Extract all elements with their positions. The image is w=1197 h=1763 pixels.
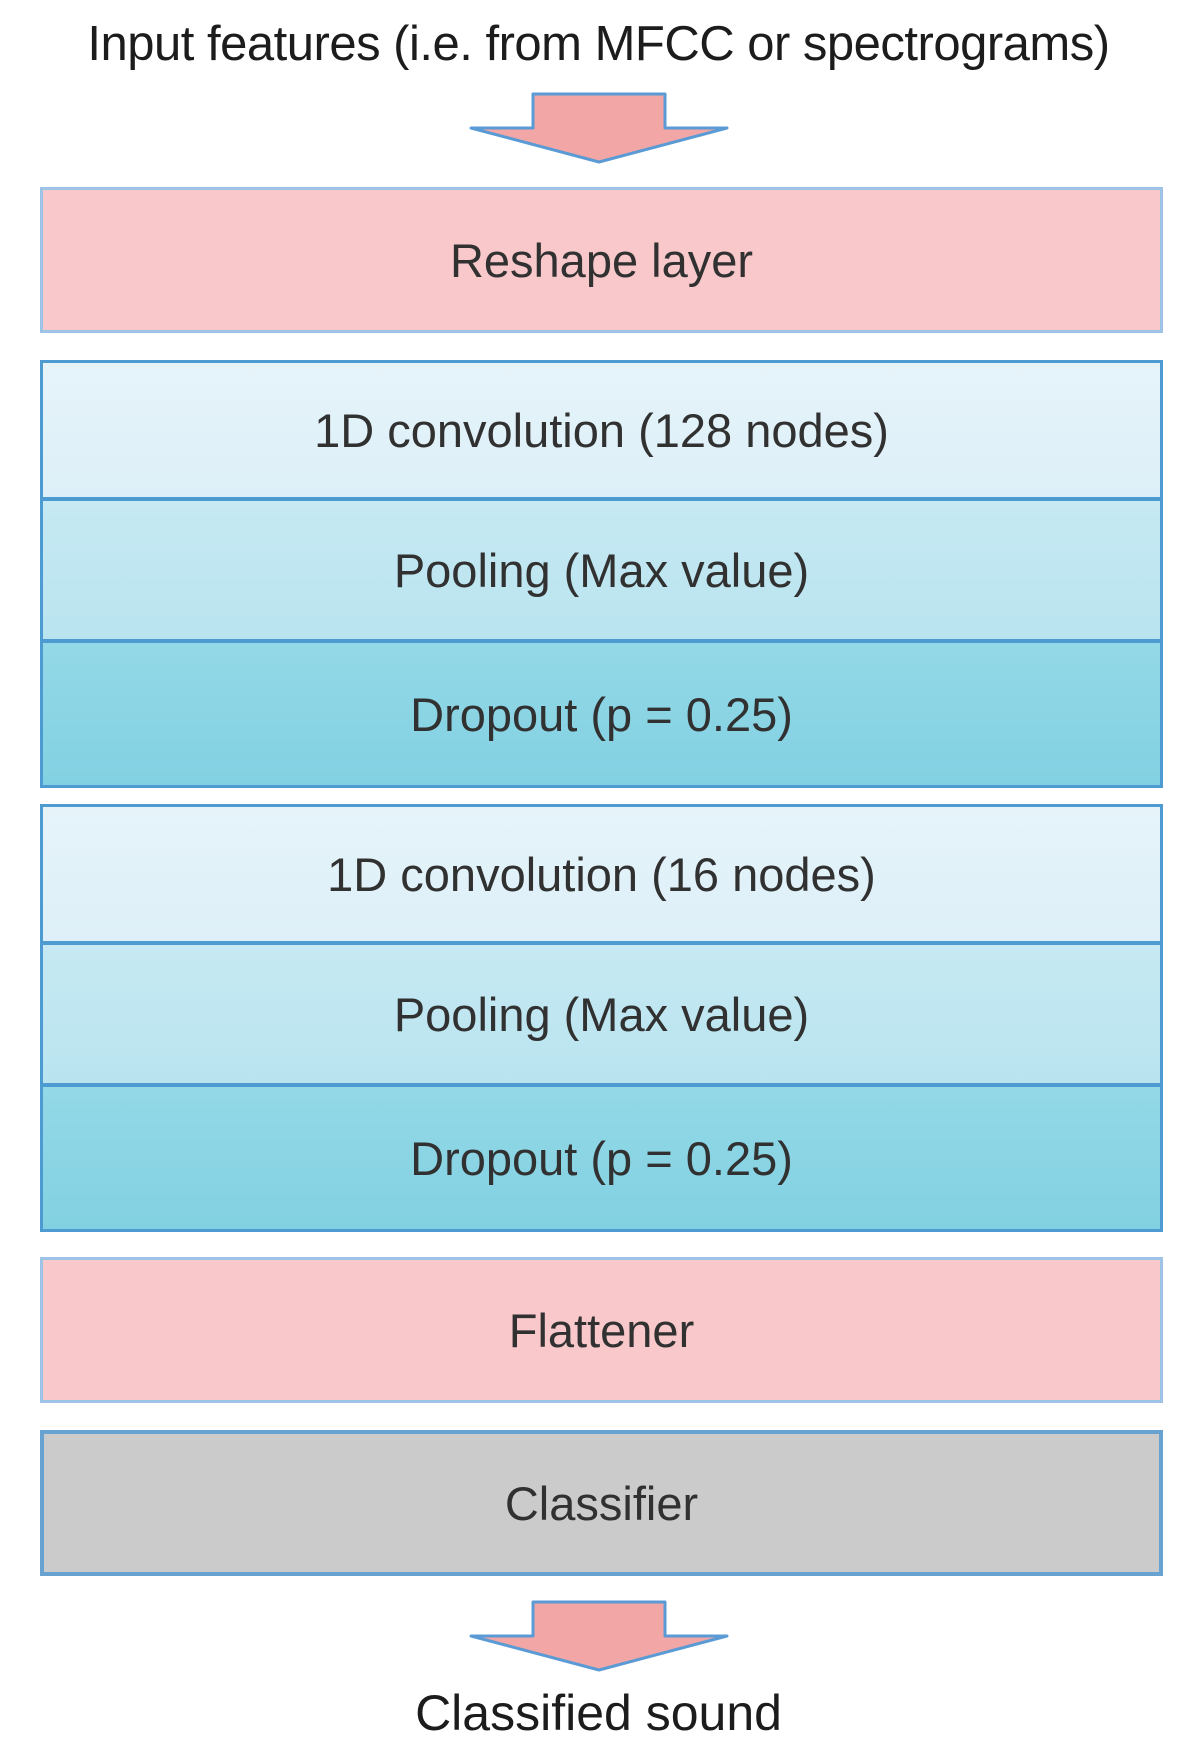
pooling-box-1: Pooling (Max value) (43, 497, 1160, 640)
pooling-box-2: Pooling (Max value) (43, 941, 1160, 1084)
dropout-box-1: Dropout (p = 0.25) (43, 639, 1160, 786)
down-arrow-icon (469, 92, 728, 164)
input-features-label: Input features (i.e. from MFCC or spectr… (87, 17, 1110, 71)
classified-sound-label: Classified sound (415, 1685, 782, 1742)
classifier-box: Classifier (40, 1430, 1163, 1577)
down-arrow-icon (469, 1600, 728, 1672)
conv1d-128-box: 1D convolution (128 nodes) (43, 363, 1160, 498)
layer-stack: Reshape layer 1D convolution (128 nodes)… (40, 187, 1163, 1577)
conv1d-16-box: 1D convolution (16 nodes) (43, 807, 1160, 942)
conv-block-1: 1D convolution (128 nodes) Pooling (Max … (40, 360, 1163, 789)
dropout-box-2: Dropout (p = 0.25) (43, 1083, 1160, 1230)
flattener-box: Flattener (40, 1257, 1163, 1404)
reshape-layer-box: Reshape layer (40, 187, 1163, 334)
conv-block-2: 1D convolution (16 nodes) Pooling (Max v… (40, 804, 1163, 1233)
